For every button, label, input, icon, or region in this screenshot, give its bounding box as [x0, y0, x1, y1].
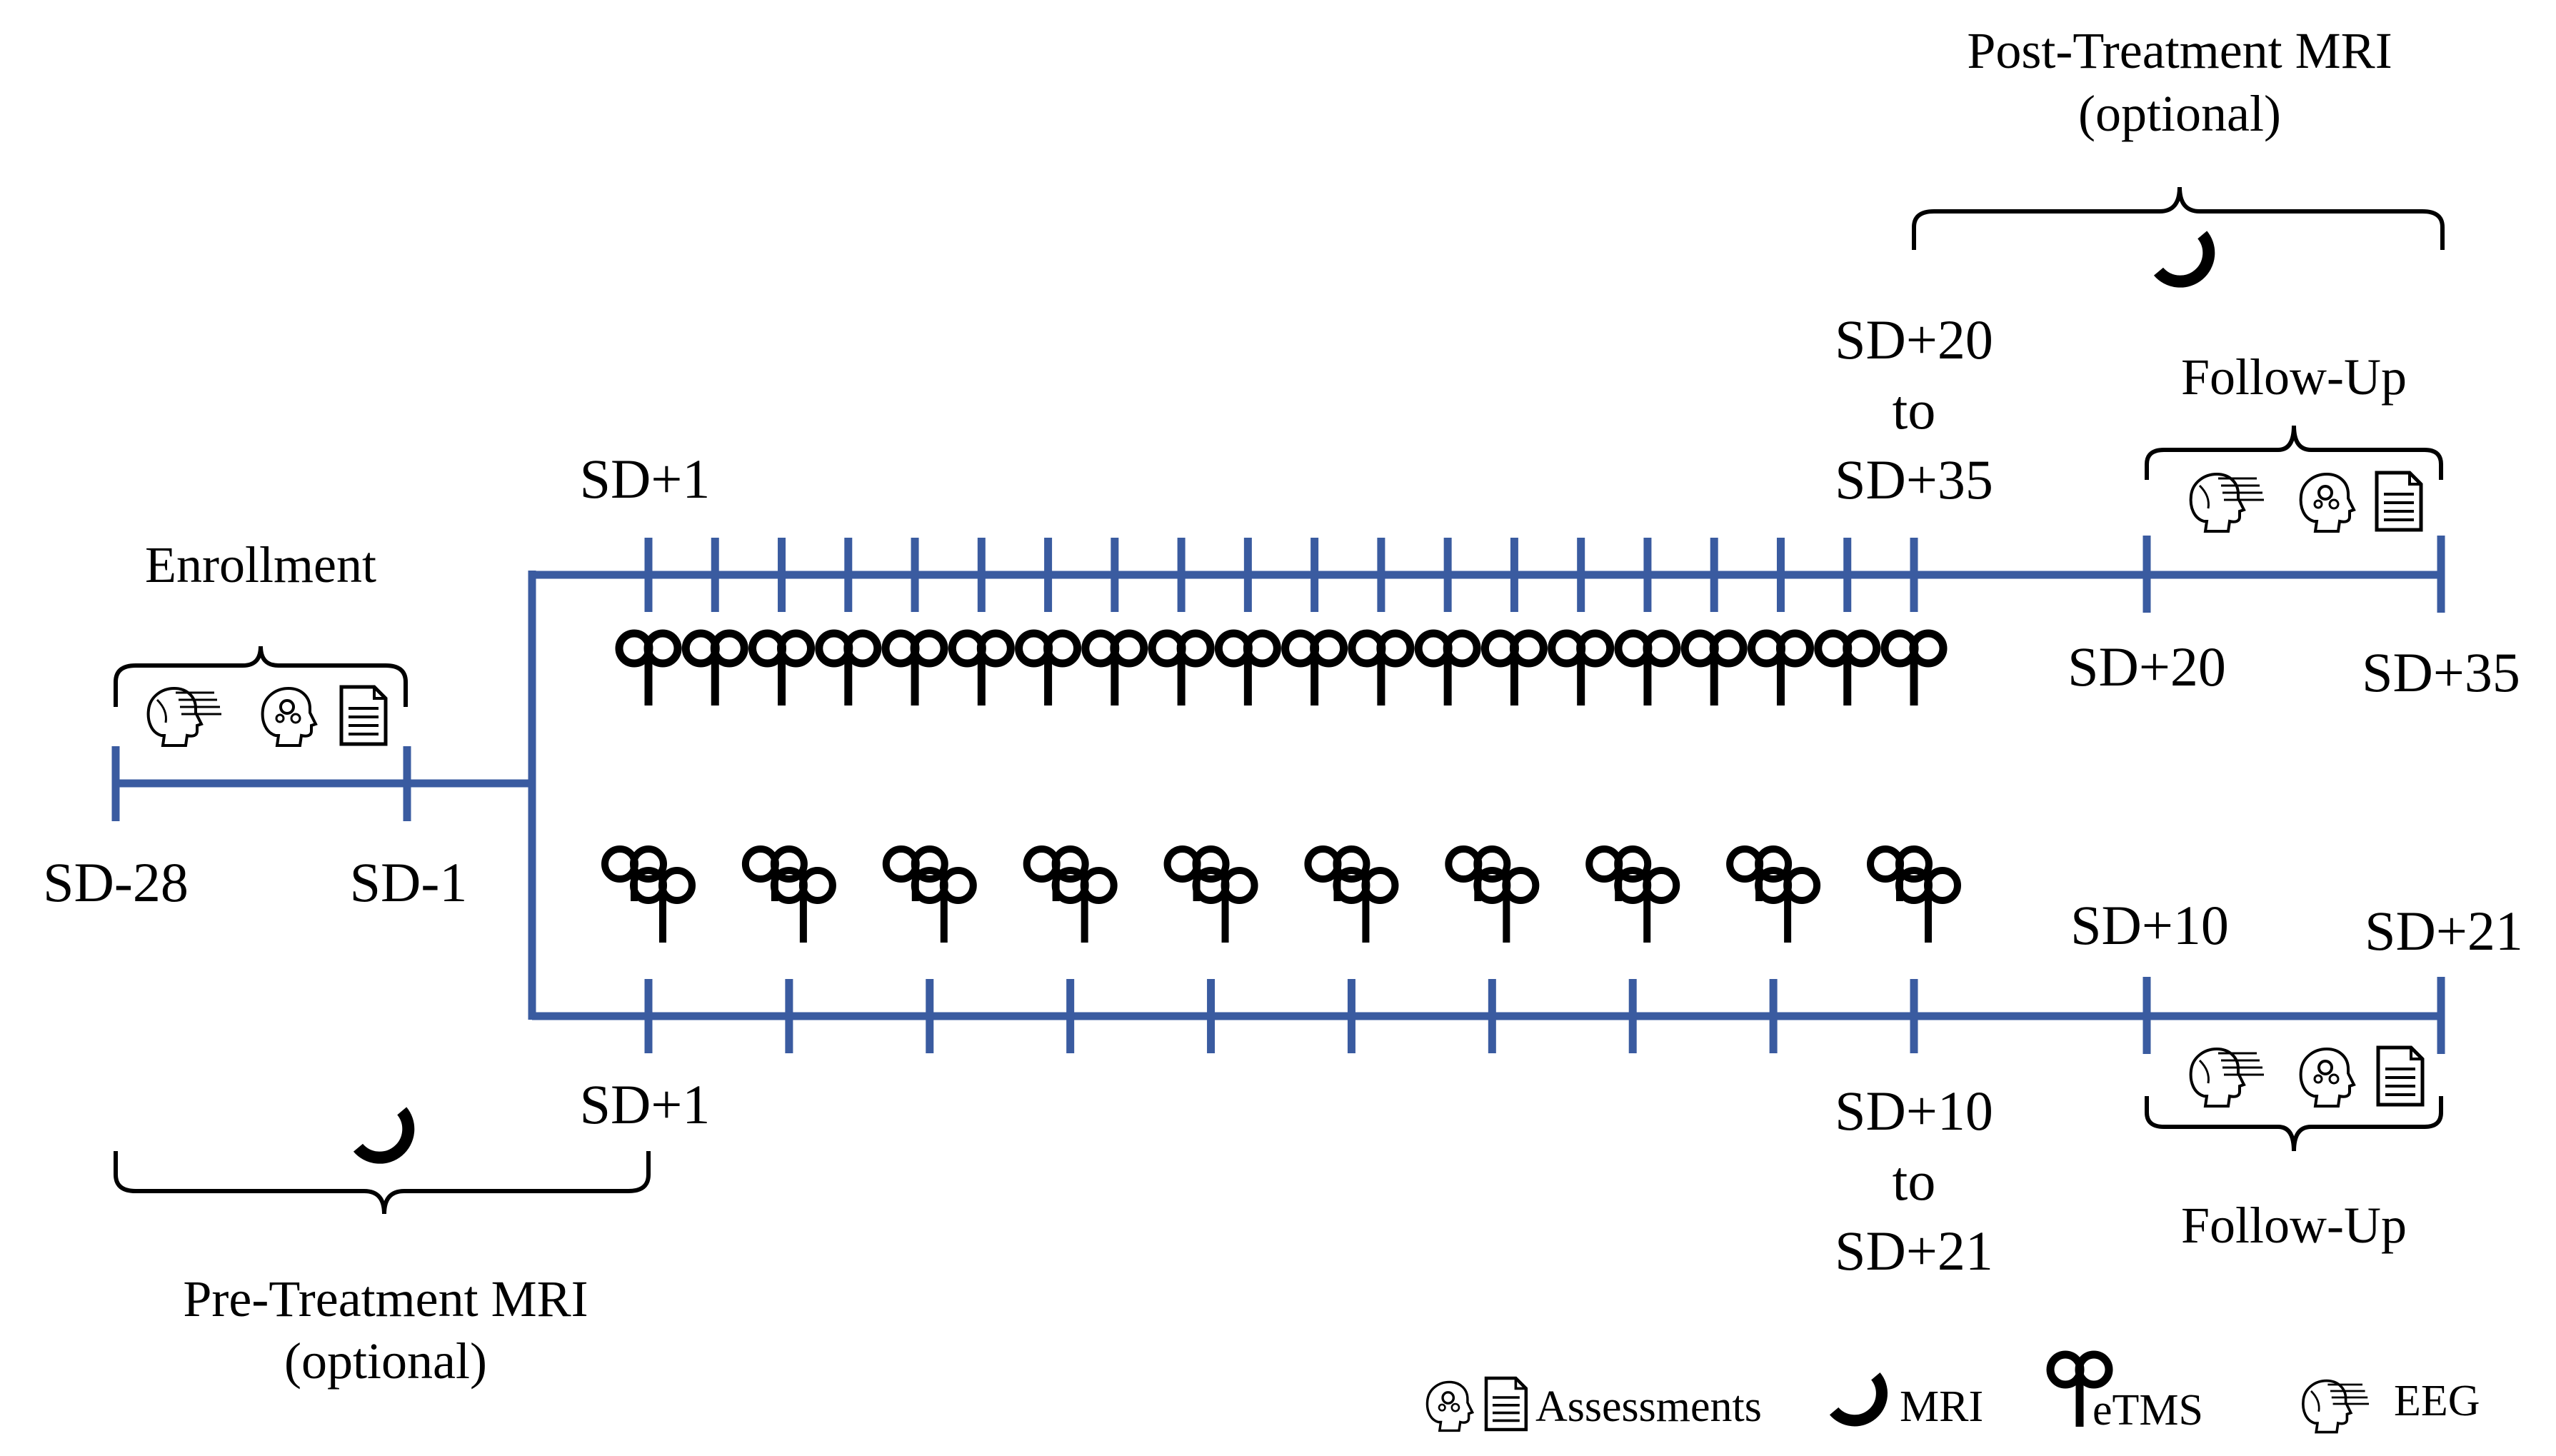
- assessment-head-icon: [2299, 1048, 2355, 1108]
- single-etms-coil-icon: [619, 633, 678, 706]
- double-etms-coil-icon: [746, 849, 833, 943]
- upper-arm-session-ticks: [644, 538, 1918, 612]
- document-icon: [341, 687, 386, 744]
- single-etms-coil-icon: [1618, 633, 1677, 706]
- document-icon: [1486, 1378, 1526, 1430]
- double-etms-coil-icon: [1448, 849, 1535, 943]
- lower-followup-end-label: SD+21: [2365, 900, 2523, 962]
- enrollment-start-label: SD-28: [43, 851, 189, 913]
- eeg-icon: [146, 687, 223, 747]
- upper-followup-end-label: SD+35: [2362, 641, 2520, 703]
- magnet-icon: [2152, 229, 2225, 297]
- single-etms-coil-icon: [1152, 633, 1211, 706]
- single-etms-coil-icon: [1418, 633, 1477, 706]
- single-etms-coil-icon: [1818, 633, 1877, 706]
- double-etms-coil-icon: [1308, 849, 1395, 943]
- single-etms-coil-icon: [1751, 633, 1810, 706]
- single-etms-coil-icon: [1552, 633, 1610, 706]
- pre-mri-subtitle: (optional): [284, 1332, 487, 1390]
- assessment-head-icon: [1425, 1380, 1474, 1432]
- upper-followup-brace: [2145, 425, 2443, 480]
- pre-mri-title: Pre-Treatment MRI: [183, 1270, 588, 1327]
- single-etms-coil-icon: [819, 633, 878, 706]
- single-etms-coil-icon: [1019, 633, 1078, 706]
- upper-followup-start-label: SD+20: [2068, 636, 2226, 698]
- assessment-head-icon: [2299, 473, 2355, 533]
- lower-arm-end-label-line1: SD+10: [1835, 1080, 1993, 1142]
- lower-arm-etms-coils: [605, 849, 1958, 943]
- timeline-lines: [111, 536, 2445, 1054]
- legend-assessments-label: Assessments: [1535, 1382, 1762, 1431]
- single-etms-coil-icon: [1285, 633, 1344, 706]
- lower-followup-start-label: SD+10: [2070, 894, 2229, 956]
- eeg-icon: [2302, 1379, 2370, 1434]
- upper-arm-end-label-line3: SD+35: [1835, 448, 1993, 511]
- lower-followup-brace: [2145, 1096, 2443, 1152]
- legend-mri-label: MRI: [1900, 1382, 1983, 1431]
- upper-arm-start-label: SD+1: [580, 448, 711, 510]
- single-etms-coil-icon: [1352, 633, 1410, 706]
- single-etms-coil-icon: [1485, 633, 1543, 706]
- single-etms-coil-icon: [1685, 633, 1743, 706]
- upper-arm-etms-coils: [619, 633, 1943, 706]
- double-etms-coil-icon: [1027, 849, 1114, 943]
- document-icon: [2378, 1048, 2422, 1105]
- single-etms-coil-icon: [952, 633, 1011, 706]
- legend-etms-label: eTMS: [2093, 1386, 2203, 1435]
- double-etms-coil-icon: [1870, 849, 1958, 943]
- magnet-icon: [1828, 1371, 1898, 1435]
- double-etms-coil-icon: [1168, 849, 1255, 943]
- legend: Assessments MRI eTMS EEG: [1425, 1355, 2480, 1435]
- single-etms-coil-icon: [886, 633, 944, 706]
- magnet-icon: [352, 1105, 425, 1173]
- document-icon: [2377, 473, 2421, 530]
- single-etms-coil-icon: [686, 633, 744, 706]
- lower-arm-start-label: SD+1: [580, 1073, 711, 1135]
- enrollment-end-label: SD-1: [350, 851, 468, 913]
- lower-arm-end-label-line3: SD+21: [1835, 1220, 1993, 1282]
- single-etms-coil-icon: [1218, 633, 1277, 706]
- upper-followup-title: Follow-Up: [2181, 348, 2407, 406]
- post-mri-title: Post-Treatment MRI: [1967, 22, 2392, 79]
- single-etms-coil-icon: [1086, 633, 1144, 706]
- single-etms-coil-icon: [1885, 633, 1943, 706]
- legend-eeg-label: EEG: [2394, 1377, 2480, 1425]
- single-etms-coil-icon: [753, 633, 811, 706]
- assessment-head-icon: [261, 687, 317, 747]
- eeg-icon: [2189, 1048, 2265, 1108]
- post-mri-subtitle: (optional): [2078, 85, 2281, 142]
- eeg-icon: [2189, 473, 2265, 533]
- double-etms-coil-icon: [1730, 849, 1817, 943]
- pre-mri-brace: [114, 1151, 651, 1215]
- lower-arm-end-label-line2: to: [1893, 1150, 1936, 1212]
- double-etms-coil-icon: [886, 849, 973, 943]
- upper-arm-end-label-line1: SD+20: [1835, 308, 1993, 371]
- double-etms-coil-icon: [1589, 849, 1676, 943]
- post-mri-brace: [1912, 186, 2445, 250]
- double-etms-coil-icon: [605, 849, 692, 943]
- upper-arm-end-label-line2: to: [1893, 378, 1936, 441]
- lower-followup-title: Follow-Up: [2181, 1197, 2407, 1254]
- enrollment-brace: [114, 646, 408, 707]
- enrollment-title: Enrollment: [145, 536, 376, 593]
- lower-arm-session-ticks: [644, 979, 1918, 1053]
